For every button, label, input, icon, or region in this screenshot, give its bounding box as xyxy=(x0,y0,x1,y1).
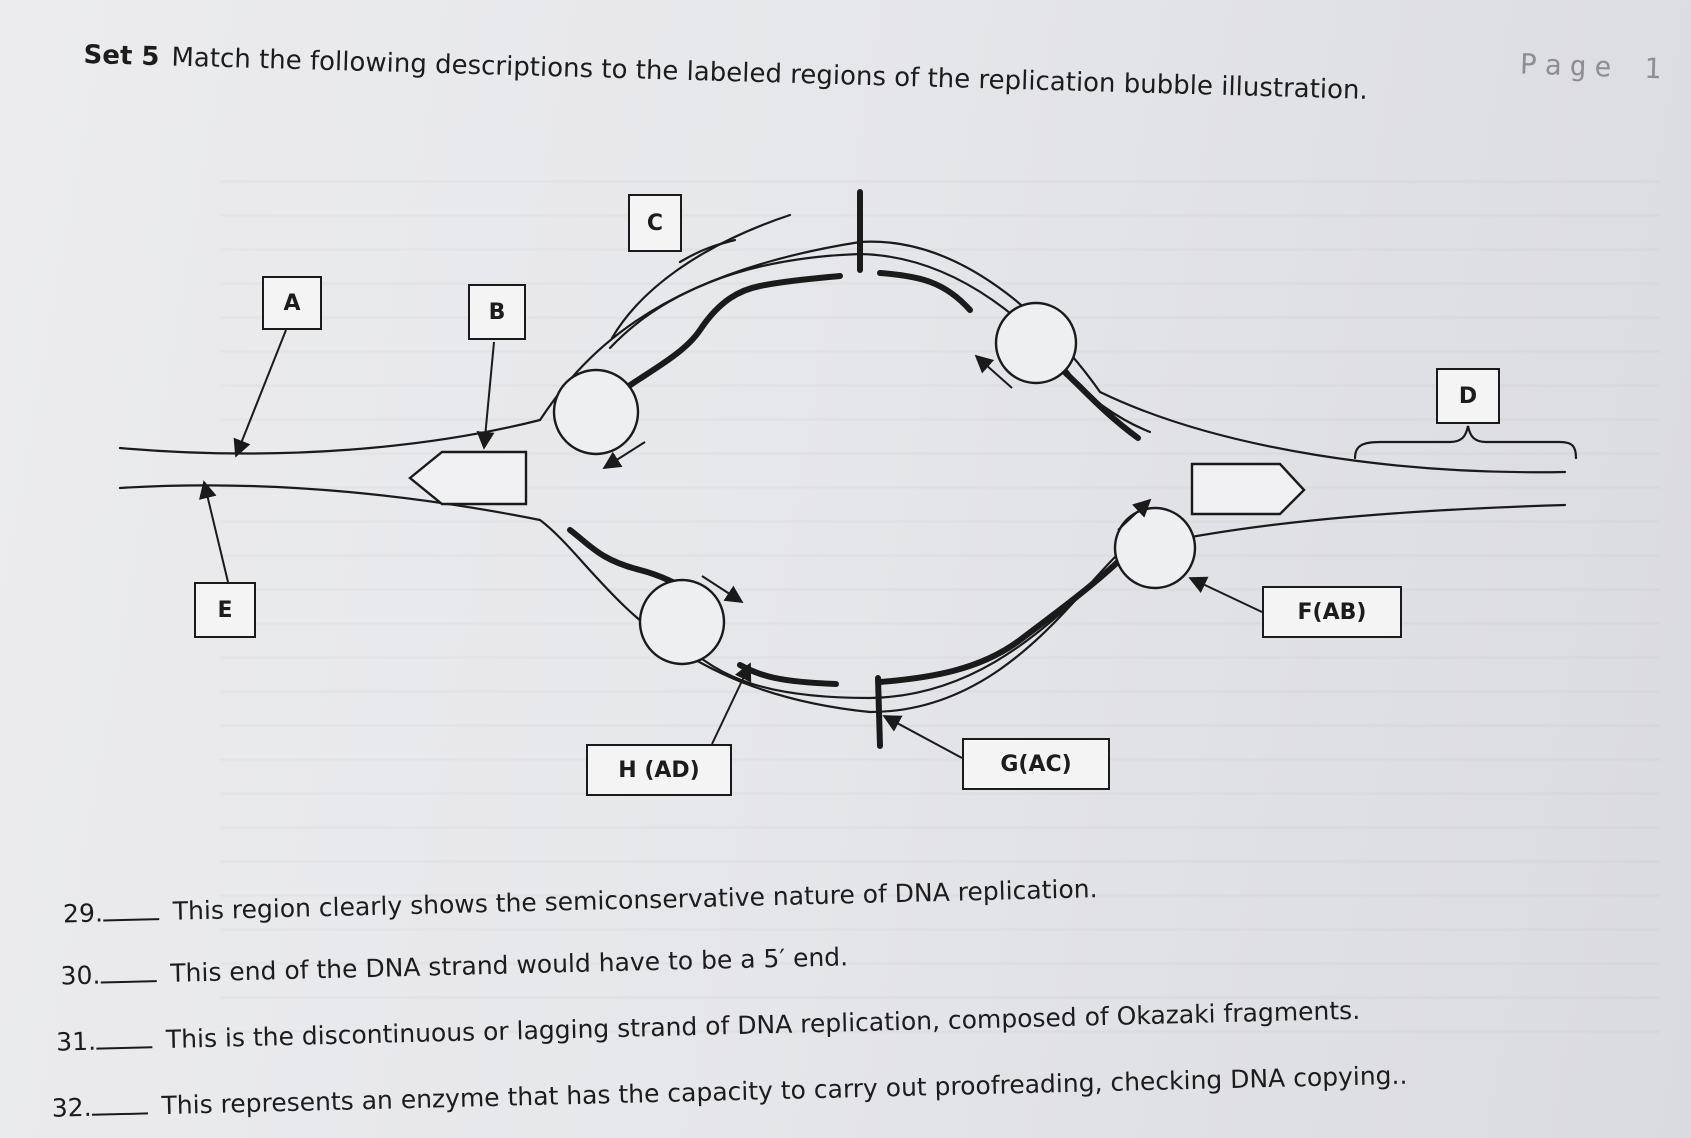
question-number: 29. xyxy=(62,898,104,929)
enzyme-circle-upper-right xyxy=(994,301,1078,385)
lagging-fragment-bottom xyxy=(737,662,839,687)
pointer-h xyxy=(711,662,752,745)
pointer-g xyxy=(882,715,963,759)
direction-arrow-upper-left xyxy=(602,441,646,469)
okazaki-fragment-right xyxy=(1057,365,1141,441)
answer-blank[interactable] xyxy=(95,1026,153,1050)
pointer-f xyxy=(1188,576,1263,613)
label-b: B xyxy=(468,284,526,340)
direction-arrow-upper-right xyxy=(974,354,1013,389)
answer-blank[interactable] xyxy=(102,898,160,922)
leading-strand-bottom xyxy=(877,535,1153,685)
leading-strand-top xyxy=(597,273,843,411)
label-c: C xyxy=(628,194,682,252)
label-h: H (AD) xyxy=(586,744,732,796)
parental-strand-bottom xyxy=(118,484,1567,714)
direction-arrow-lower-left xyxy=(701,575,744,603)
answer-blank[interactable] xyxy=(91,1092,148,1116)
enzyme-circle-upper-left xyxy=(552,368,640,456)
label-a: A xyxy=(262,276,322,330)
question-number: 31. xyxy=(55,1026,97,1057)
enzyme-pentagon-left xyxy=(408,450,528,506)
direction-arrow-lower-right xyxy=(1117,498,1152,531)
question-number: 32. xyxy=(51,1092,92,1123)
pointer-b xyxy=(476,341,495,450)
origin-tick-bottom xyxy=(875,675,883,749)
question-number: 30. xyxy=(60,960,101,991)
pointer-e xyxy=(199,480,229,583)
enzyme-circle-lower-left xyxy=(638,578,726,666)
c-brace-curl xyxy=(678,238,737,264)
answer-blank[interactable] xyxy=(100,960,157,984)
c-brace-line xyxy=(610,213,792,340)
okazaki-fragment-top xyxy=(877,270,973,313)
label-d: D xyxy=(1436,368,1500,424)
bleed-through-text xyxy=(220,150,1660,1050)
label-g: G(AC) xyxy=(962,738,1110,790)
label-f: F(AB) xyxy=(1262,586,1402,638)
enzyme-pentagon-right xyxy=(1190,462,1306,516)
pointer-a xyxy=(233,329,287,458)
d-brace xyxy=(1353,425,1578,460)
label-e: E xyxy=(194,582,256,638)
enzyme-circle-lower-right xyxy=(1113,506,1197,590)
